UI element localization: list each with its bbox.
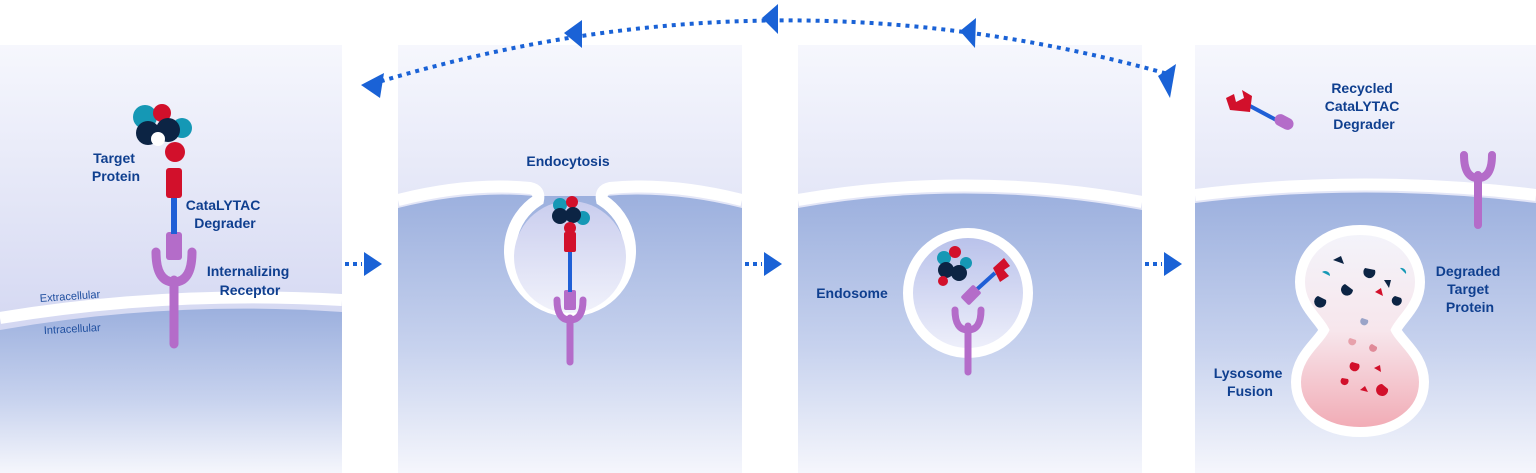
label-endosome: Endosome — [816, 285, 888, 301]
panel-endocytosis: Endocytosis — [398, 45, 742, 473]
catalytac-degrader — [961, 258, 1010, 305]
degraded-target-protein — [1314, 256, 1407, 396]
label-intracellular: Intracellular — [44, 322, 102, 337]
label-lysosome-fusion: Lysosome Fusion — [1214, 365, 1287, 399]
dotted-recycle-arrow — [361, 4, 1176, 98]
internalizing-receptor — [151, 232, 197, 349]
panel-binding: Target Protein CataLYTAC Degrader Intern… — [0, 45, 342, 473]
label-internalizing-receptor: Internalizing Receptor — [207, 263, 293, 298]
label-recycled-catalytac-degrader: Recycled CataLYTAC Degrader — [1325, 80, 1404, 132]
catalytac-degrader — [564, 232, 576, 292]
catalytac-degrader — [166, 168, 182, 234]
dotted-step-arrow — [345, 252, 382, 276]
lysosome-fusion-vesicle — [1290, 224, 1430, 438]
cell-membrane — [1195, 178, 1536, 201]
internalizing-receptor — [1460, 151, 1496, 229]
cell-interior — [0, 308, 342, 473]
recycled-catalytac-degrader — [1226, 90, 1294, 130]
target-protein — [937, 246, 972, 286]
internalizing-receptor — [951, 306, 985, 376]
label-catalytac-degrader: CataLYTAC Degrader — [186, 197, 265, 231]
label-endocytosis: Endocytosis — [526, 153, 609, 169]
label-extracellular: Extracellular — [39, 289, 101, 305]
label-degraded-target-protein: Degraded Target Protein — [1436, 263, 1504, 315]
dotted-step-arrow — [745, 252, 782, 276]
target-protein — [133, 104, 192, 162]
panel-endosome: Endosome — [798, 45, 1142, 473]
label-target-protein: Target Protein — [92, 150, 140, 184]
target-protein — [552, 196, 590, 234]
cell-membrane — [798, 179, 1142, 208]
internalizing-receptor — [553, 290, 587, 366]
panel-lysosome: Recycled CataLYTAC Degrader Degraded Tar… — [1195, 45, 1536, 473]
dotted-step-arrow — [1145, 252, 1182, 276]
